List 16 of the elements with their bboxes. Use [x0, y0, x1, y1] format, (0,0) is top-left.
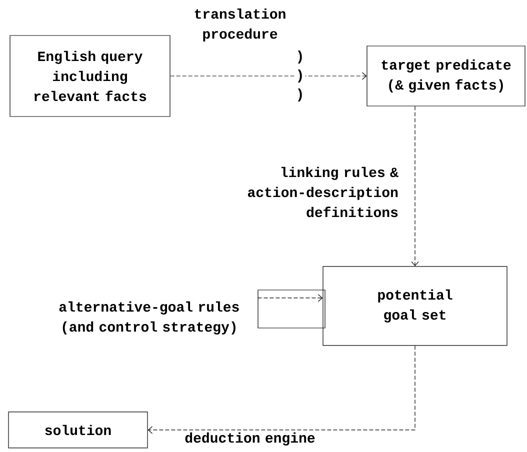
- edge-label: deduction engine: [185, 432, 315, 446]
- process-box: target predicate (& given facts): [366, 46, 526, 106]
- bracket-mark: ): [294, 87, 306, 103]
- empty-box: [258, 290, 326, 328]
- edge-label: linking rules & action-description definitions: [248, 166, 398, 218]
- edge-label: translation procedure: [194, 8, 286, 42]
- box-caption: alternative-goal rules (and control strategy): [59, 301, 239, 335]
- arrow: [148, 345, 416, 434]
- process-box: potential goal set: [322, 266, 508, 346]
- arrow: [170, 72, 367, 80]
- arrow: [257, 294, 323, 302]
- process-box: English query including relevant facts: [10, 35, 170, 117]
- bracket-mark: ): [294, 49, 306, 65]
- arrow: [411, 106, 419, 266]
- bracket-mark: ): [294, 68, 306, 84]
- process-box: solution: [8, 412, 148, 448]
